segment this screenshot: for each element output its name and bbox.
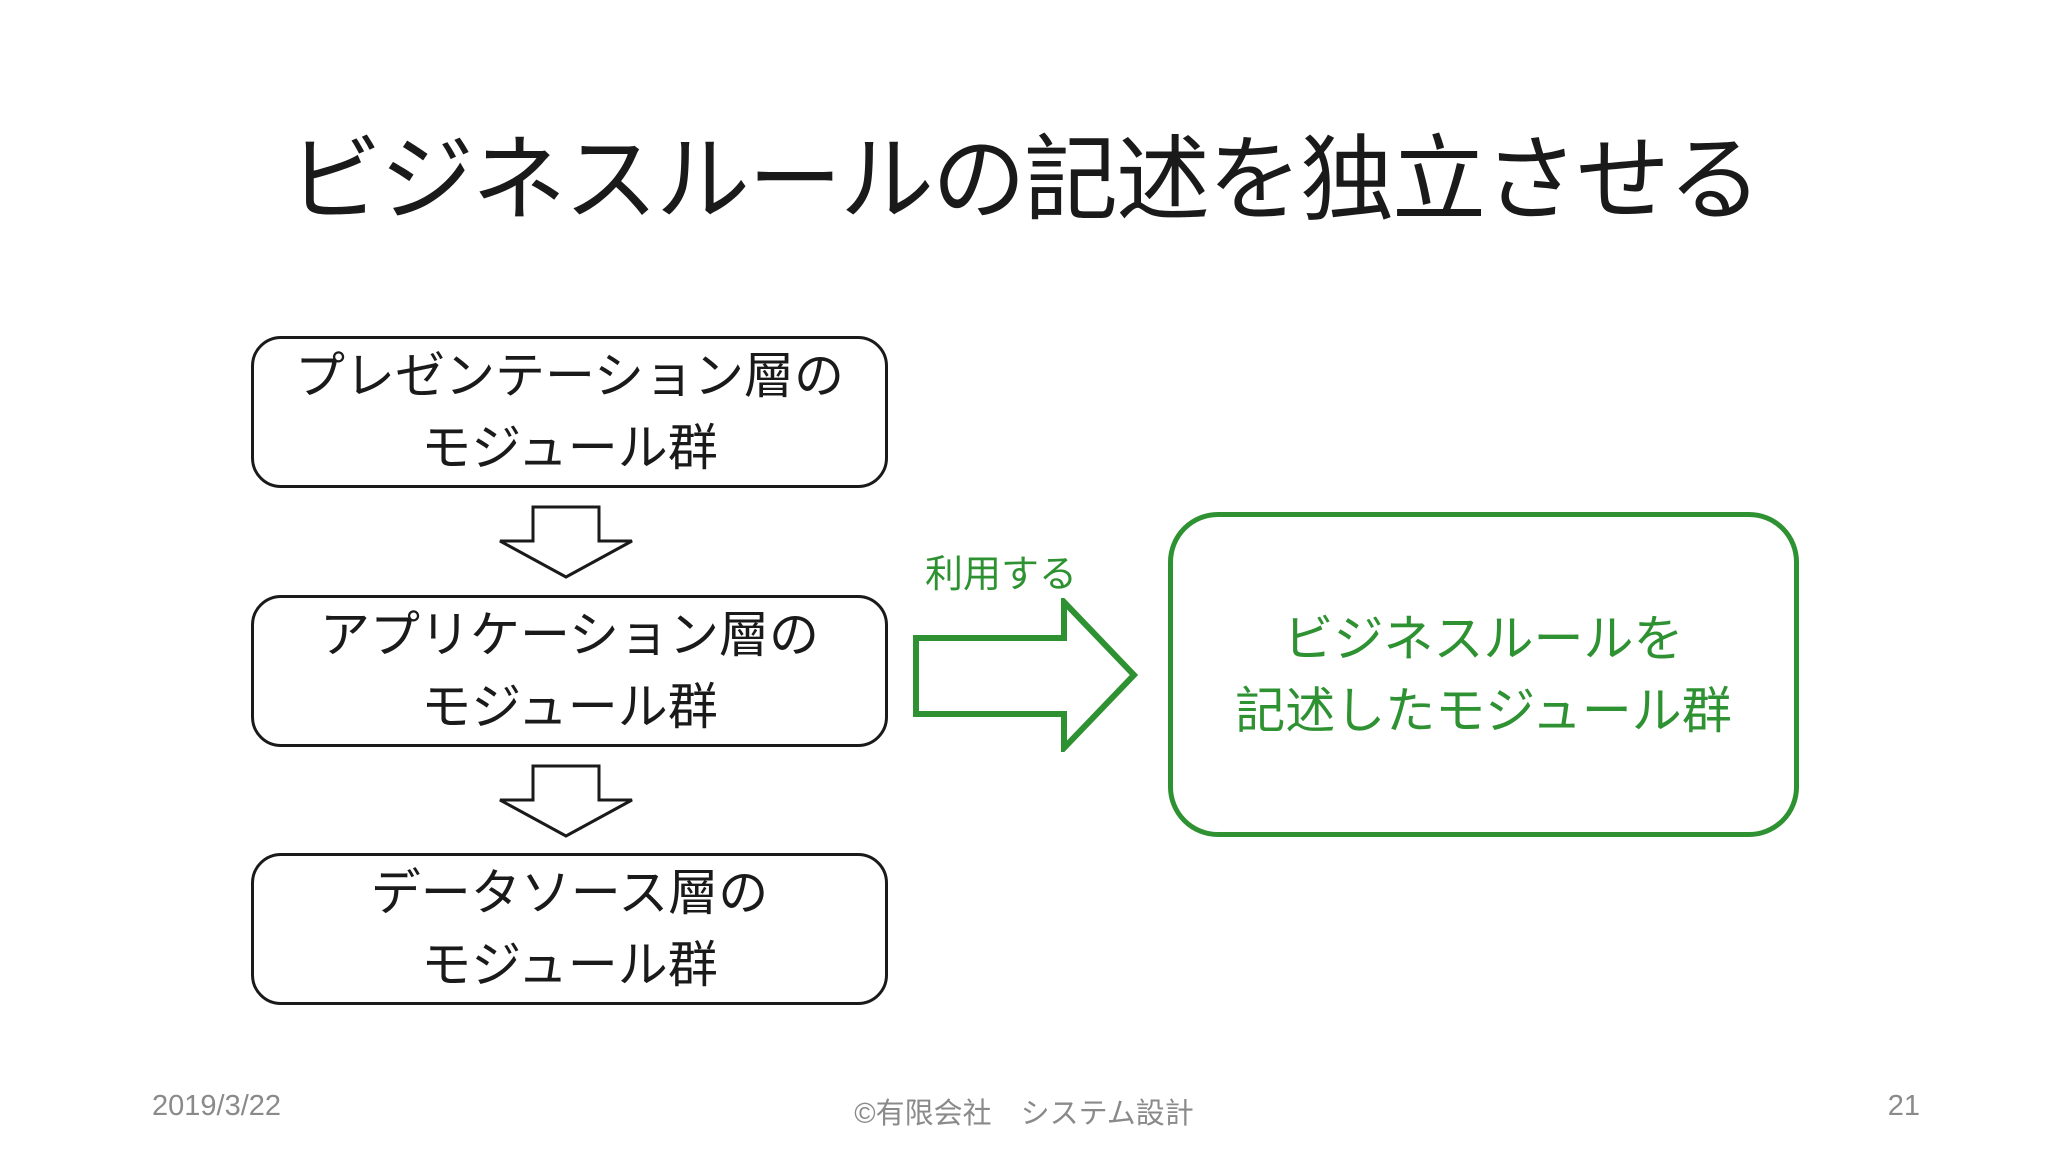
datasource-layer-box: データソース層の モジュール群 — [251, 853, 888, 1005]
business-rule-box: ビジネスルールを 記述したモジュール群 — [1168, 512, 1799, 837]
datasource-layer-line1: データソース層の — [370, 865, 769, 921]
business-rule-line1: ビジネスルールを — [1283, 610, 1684, 667]
business-rule-line2: 記述したモジュール群 — [1235, 682, 1732, 739]
down-block-arrow-icon — [499, 505, 633, 579]
footer-date: 2019/3/22 — [152, 1090, 282, 1122]
use-arrow-label: 利用する — [925, 554, 1078, 596]
application-layer-box: アプリケーション層の モジュール群 — [251, 595, 888, 747]
footer-copyright: ©有限会社 システム設計 — [854, 1098, 1194, 1130]
right-block-arrow-icon — [913, 598, 1138, 752]
datasource-layer-line2: モジュール群 — [421, 937, 718, 993]
application-layer-line2: モジュール群 — [421, 679, 718, 735]
application-layer-line1: アプリケーション層の — [320, 607, 819, 663]
footer-page-number: 21 — [1887, 1090, 1920, 1122]
presentation-layer-line2: モジュール群 — [421, 420, 718, 476]
slide-footer: 2019/3/22 ©有限会社 システム設計 21 — [0, 1090, 2048, 1134]
slide-title: ビジネスルールの記述を独立させる — [287, 127, 1762, 232]
down-block-arrow-icon — [499, 764, 633, 838]
presentation-layer-box: プレゼンテーション層の モジュール群 — [251, 336, 888, 488]
presentation-layer-line1: プレゼンテーション層の — [295, 348, 844, 404]
